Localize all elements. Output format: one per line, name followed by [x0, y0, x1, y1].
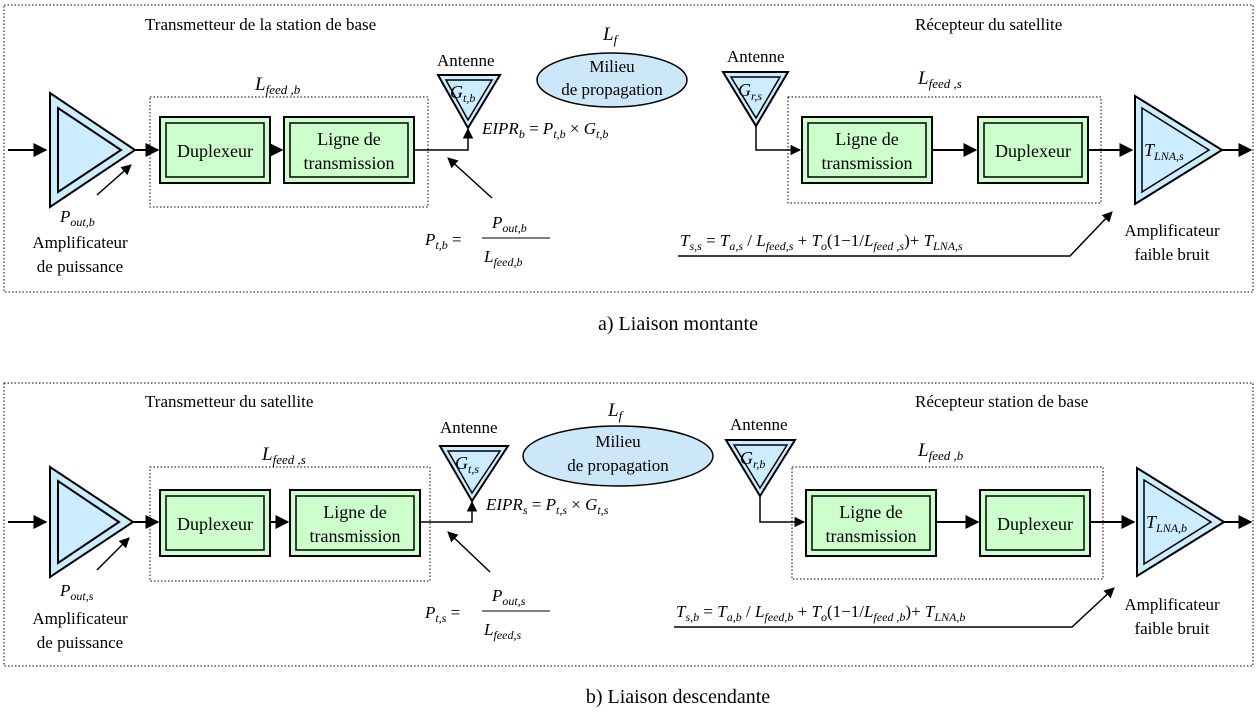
svg-text:transmission: transmission [303, 153, 394, 173]
uplink-duplexer-tx: Duplexeur [159, 116, 271, 184]
uplink-lna-label-line1: Amplificateur [1124, 221, 1220, 240]
downlink-eirp-equation: EIPRs = Pt,s × Gt,s [485, 495, 609, 517]
downlink-ts-pointer [674, 587, 1115, 628]
downlink-panel: Transmetteur du satellite Récepteur stat… [3, 382, 1254, 708]
uplink-pt-pointer [447, 157, 493, 199]
svg-text:Duplexeur: Duplexeur [177, 514, 253, 534]
svg-text:Ligne de: Ligne de [317, 129, 380, 149]
uplink-pa-power-label: Pout,b [59, 207, 95, 229]
svg-text:Duplexeur: Duplexeur [997, 514, 1073, 534]
uplink-pa-power-pointer [96, 164, 132, 196]
uplink-lna-label-line2: faible bruit [1134, 245, 1209, 264]
svg-text:TLNA,s: TLNA,s [1144, 140, 1184, 163]
uplink-pt-numerator: Pout,b [491, 213, 527, 235]
svg-text:Ligne de: Ligne de [839, 502, 902, 522]
downlink-outer-frame [3, 382, 1254, 667]
uplink-pt-lhs: Pt,b = [424, 230, 462, 252]
svg-text:transmission: transmission [825, 526, 916, 546]
downlink-pa-label-line1: Amplificateur [32, 609, 128, 628]
uplink-ts-equation: Ts,s = Ta,s / Lfeed,s + To(1−1/Lfeed ,s)… [680, 231, 963, 253]
downlink-pt-numerator: Pout,s [491, 586, 526, 608]
downlink-line-to-antenna-wire [420, 500, 478, 523]
downlink-tx-feeder-box [149, 466, 431, 582]
downlink-transmitter-title: Transmetteur du satellite [145, 392, 313, 411]
downlink-pa-power-label: Pout,s [59, 581, 94, 603]
uplink-pa-label-line2: de puissance [37, 257, 123, 276]
svg-text:Duplexeur: Duplexeur [177, 141, 253, 161]
downlink-rx-antenna-label: Antenne [730, 415, 788, 434]
svg-text:TLNA,b: TLNA,b [1146, 512, 1187, 535]
downlink-rx-antenna: Gr,b [724, 439, 797, 498]
svg-text:transmission: transmission [821, 153, 912, 173]
uplink-panel: Transmetteur de la station de base Récep… [3, 4, 1254, 335]
svg-text:Gr,s: Gr,s [738, 80, 762, 103]
uplink-eirp-equation: EIPRb = Pt,b × Gt,b [481, 119, 608, 141]
downlink-propagation-medium: Milieu de propagation [522, 425, 714, 487]
uplink-outer-frame [3, 4, 1254, 293]
downlink-lna-label-line1: Amplificateur [1124, 595, 1220, 614]
uplink-pt-denominator: Lfeed,b [483, 247, 522, 269]
uplink-rx-feeder-box [787, 96, 1102, 204]
svg-text:Gt,b: Gt,b [450, 82, 475, 105]
svg-text:de propagation: de propagation [567, 456, 669, 475]
uplink-line-tx: Ligne de transmission [283, 116, 415, 184]
downlink-lf-label: Lf [607, 400, 625, 423]
downlink-antenna-to-line-wire [759, 496, 806, 528]
downlink-pa-label-line2: de puissance [37, 633, 123, 652]
downlink-lfeed-tx-label: Lfeed ,s [261, 444, 306, 467]
downlink-pt-pointer [447, 531, 491, 573]
uplink-lfeed-tx-label: Lfeed ,b [254, 74, 301, 97]
downlink-tx-antenna-label: Antenne [440, 418, 498, 437]
uplink-lfeed-rx-label: Lfeed ,s [917, 68, 962, 91]
uplink-rx-antenna: Gr,s [721, 71, 790, 128]
uplink-tx-antenna-label: Antenne [437, 51, 495, 70]
uplink-transmitter-title: Transmetteur de la station de base [145, 15, 376, 34]
downlink-pt-denominator: Lfeed,s [483, 620, 521, 642]
downlink-line-tx: Ligne de transmission [289, 489, 421, 557]
uplink-pa-label-line1: Amplificateur [32, 233, 128, 252]
downlink-lna: TLNA,b [1136, 466, 1226, 578]
uplink-tx-antenna: Gt,b [436, 74, 502, 130]
uplink-power-amplifier [49, 91, 137, 209]
svg-text:Gt,s: Gt,s [455, 453, 479, 476]
svg-text:Ligne de: Ligne de [835, 129, 898, 149]
svg-text:transmission: transmission [309, 526, 400, 546]
downlink-duplexer-rx: Duplexeur [979, 489, 1091, 557]
downlink-rx-feeder-box [791, 466, 1104, 580]
downlink-power-amplifier [49, 465, 135, 579]
downlink-ts-equation: Ts,b = Ta,b / Lfeed,b + To(1−1/Lfeed ,b)… [676, 602, 965, 624]
uplink-duplexer-rx: Duplexeur [977, 116, 1089, 184]
downlink-line-rx: Ligne de transmission [805, 489, 937, 557]
svg-text:Gr,b: Gr,b [740, 448, 765, 471]
uplink-ts-pointer [678, 211, 1113, 257]
uplink-lf-label: Lf [602, 24, 620, 47]
uplink-antenna-to-line-wire [755, 126, 802, 156]
svg-text:de propagation: de propagation [561, 80, 663, 99]
uplink-rx-antenna-label: Antenne [727, 47, 785, 66]
svg-text:Duplexeur: Duplexeur [995, 141, 1071, 161]
downlink-receiver-title: Récepteur station de base [915, 392, 1088, 411]
svg-text:Milieu: Milieu [589, 57, 635, 76]
uplink-lna: TLNA,s [1134, 94, 1224, 206]
downlink-lfeed-rx-label: Lfeed ,b [917, 440, 964, 463]
svg-text:Milieu: Milieu [595, 432, 641, 451]
downlink-pt-lhs: Pt,s = [424, 603, 460, 625]
uplink-line-rx: Ligne de transmission [801, 116, 933, 184]
downlink-duplexer-tx: Duplexeur [159, 489, 271, 557]
downlink-caption: b) Liaison descendante [586, 686, 770, 708]
uplink-propagation-medium: Milieu de propagation [536, 52, 688, 108]
downlink-pa-power-pointer [96, 537, 130, 571]
uplink-receiver-title: Récepteur du satellite [915, 15, 1062, 34]
downlink-lna-label-line2: faible bruit [1134, 619, 1209, 638]
uplink-line-to-antenna-wire [414, 127, 474, 151]
downlink-tx-antenna: Gt,s [438, 445, 510, 503]
uplink-caption: a) Liaison montante [598, 313, 758, 335]
svg-text:Ligne de: Ligne de [323, 502, 386, 522]
